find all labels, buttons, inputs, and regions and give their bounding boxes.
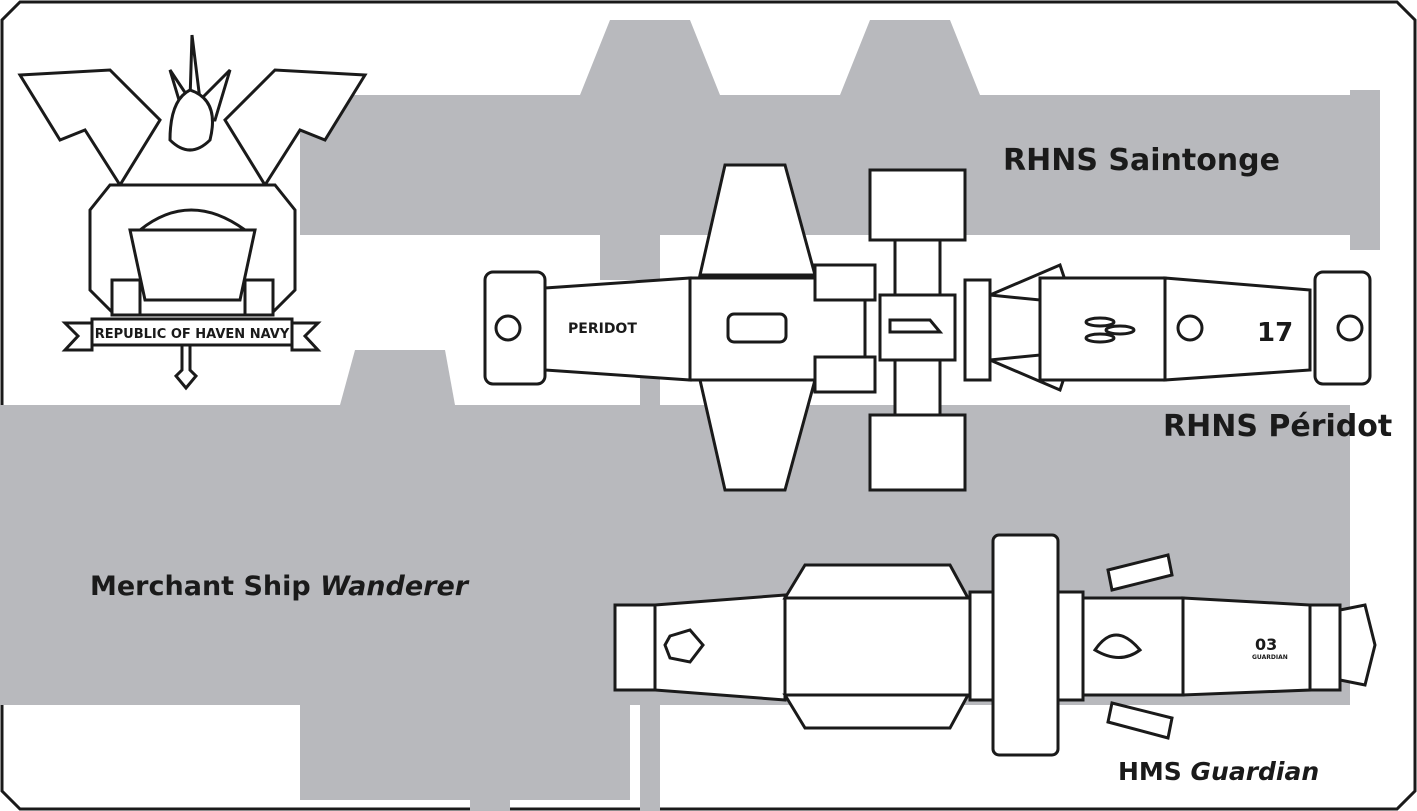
guardian-ship: 03 GUARDIAN	[613, 533, 1377, 757]
guardian-label: HMS Guardian	[1118, 757, 1319, 786]
guardian-label-prefix: HMS	[1118, 757, 1191, 786]
peridot-label: RHNS Péridot	[1163, 409, 1392, 444]
saintonge-label: RHNS Saintonge	[1003, 143, 1280, 178]
peridot-hull-number: 17	[1257, 318, 1293, 348]
guardian-hull-name: GUARDIAN	[1252, 654, 1288, 661]
wanderer-label-name: Wanderer	[320, 571, 470, 602]
guardian-label-name: Guardian	[1191, 757, 1320, 786]
wanderer-label-prefix: Merchant Ship	[90, 571, 320, 602]
wanderer-label: Merchant Ship Wanderer	[90, 571, 470, 602]
emblem-banner-text: REPUBLIC OF HAVEN NAVY	[95, 327, 290, 342]
guardian-hull-number: 03	[1255, 635, 1277, 654]
saintonge-silhouette	[300, 20, 1380, 280]
emblem-banner	[90, 317, 294, 347]
peridot-ship: PERIDOT 17	[483, 163, 1372, 492]
republic-of-haven-navy-emblem: REPUBLIC OF HAVEN NAVY	[17, 34, 368, 391]
peridot-hull-name: PERIDOT	[568, 321, 637, 337]
